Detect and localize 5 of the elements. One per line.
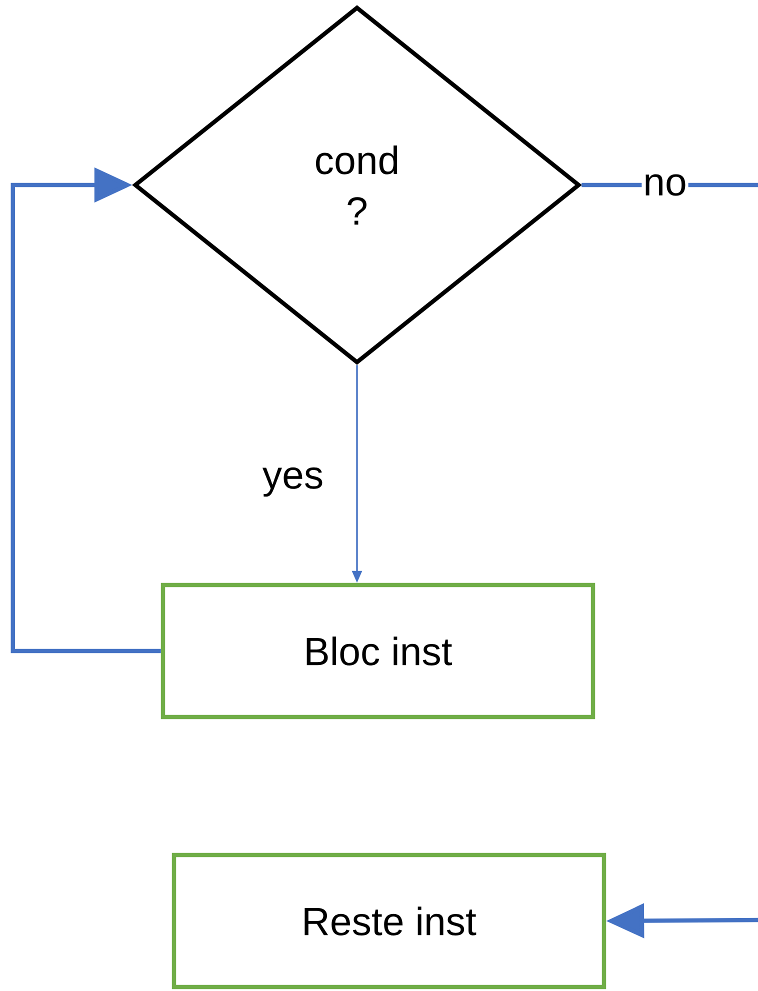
edge-label: no bbox=[642, 172, 688, 198]
edge-label: yes bbox=[262, 467, 322, 497]
arrow bbox=[10, 167, 161, 654]
process-box: Reste inst bbox=[172, 852, 606, 990]
process-box: Bloc inst bbox=[160, 582, 596, 720]
